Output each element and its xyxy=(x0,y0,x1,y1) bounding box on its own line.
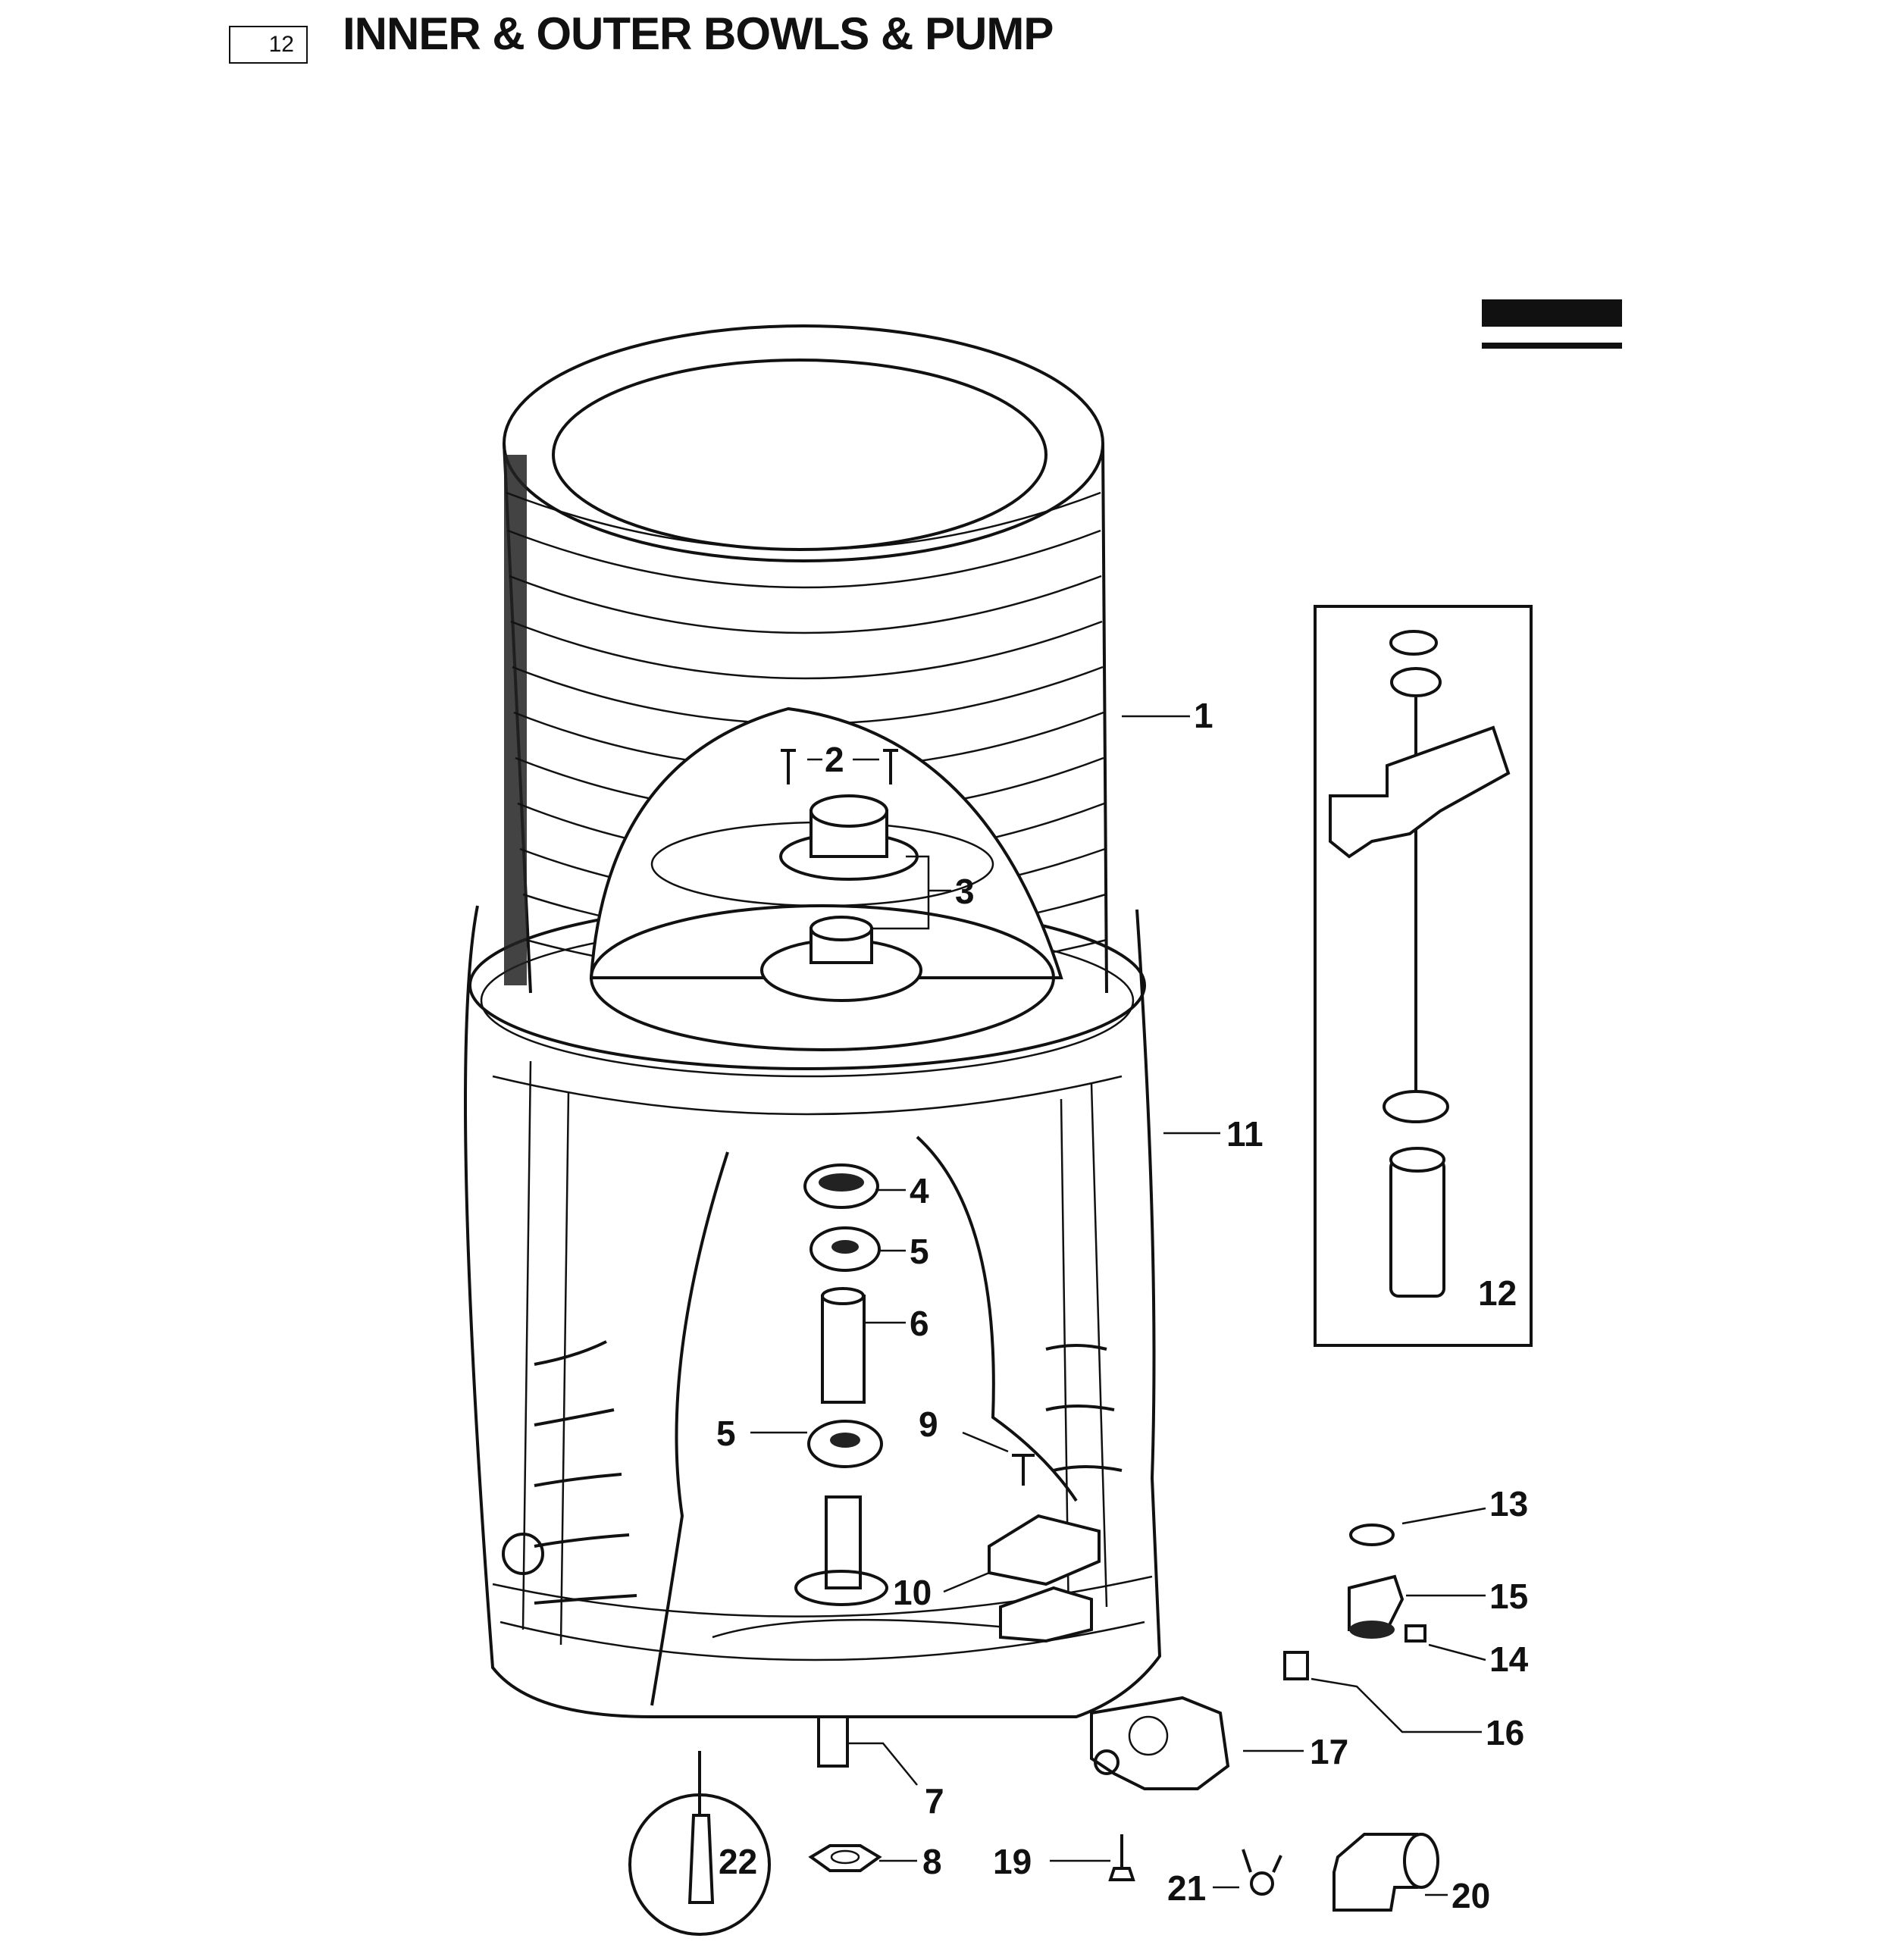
page-number-box: 12 xyxy=(229,26,308,64)
callout-2: 2 xyxy=(825,740,844,779)
elbow-part-15 xyxy=(1348,1574,1405,1639)
leader-lines xyxy=(750,715,1486,1896)
drain-nozzle-part-7 xyxy=(817,1715,849,1768)
callout-21: 21 xyxy=(1167,1868,1206,1908)
seal-part-4 xyxy=(803,1163,879,1209)
pressure-switch-part-12 xyxy=(1314,605,1533,1347)
clamp-part-21 xyxy=(1242,1849,1282,1896)
callout-12: 12 xyxy=(1478,1273,1517,1313)
screw-part-19 xyxy=(1108,1834,1135,1881)
tube-part-6 xyxy=(821,1287,866,1404)
callout-7: 7 xyxy=(925,1781,944,1821)
callout-1: 1 xyxy=(1194,696,1213,735)
callout-13: 13 xyxy=(1489,1484,1528,1524)
callout-9: 9 xyxy=(919,1405,938,1444)
callout-4: 4 xyxy=(910,1171,929,1210)
hub-part-3 xyxy=(760,794,922,1002)
callout-11: 11 xyxy=(1226,1114,1264,1154)
callout-15: 15 xyxy=(1489,1577,1528,1616)
callout-5-lower: 5 xyxy=(716,1414,736,1453)
callout-20: 20 xyxy=(1451,1876,1490,1915)
nut-part-8 xyxy=(808,1844,882,1872)
callout-8: 8 xyxy=(922,1842,942,1881)
callout-6: 6 xyxy=(910,1304,929,1343)
callout-22: 22 xyxy=(719,1842,757,1881)
callout-17: 17 xyxy=(1310,1732,1348,1771)
callout-16: 16 xyxy=(1486,1713,1524,1752)
bearing-part-5-upper xyxy=(810,1226,881,1272)
bushing-part-10 xyxy=(988,1514,1101,1643)
bearing-part-5-lower xyxy=(807,1420,883,1468)
brand-logo xyxy=(1482,299,1622,349)
callout-14: 14 xyxy=(1489,1639,1529,1679)
callout-19: 19 xyxy=(993,1842,1032,1881)
magnifier-part-22 xyxy=(628,1751,771,1936)
o-ring-part-13 xyxy=(1349,1524,1395,1546)
inner-basket-part xyxy=(503,324,1108,1051)
screw-part-2 xyxy=(781,749,898,784)
drive-shaft xyxy=(794,1495,888,1606)
callout-3: 3 xyxy=(955,872,975,911)
callout-labels: 1 2 3 4 5 5 6 7 8 9 10 11 12 13 14 15 16… xyxy=(716,696,1529,1915)
page-number: 12 xyxy=(268,32,294,57)
pump-part-17 xyxy=(1090,1696,1230,1790)
clip-part-16 xyxy=(1283,1651,1309,1680)
callout-5-upper: 5 xyxy=(910,1232,929,1271)
callout-10: 10 xyxy=(893,1573,932,1612)
elbow-hose-part-20 xyxy=(1332,1833,1439,1912)
screw-part-9 xyxy=(1012,1454,1035,1486)
page-title: INNER & OUTER BOWLS & PUMP xyxy=(343,8,1054,59)
clip-part-14 xyxy=(1405,1624,1426,1643)
